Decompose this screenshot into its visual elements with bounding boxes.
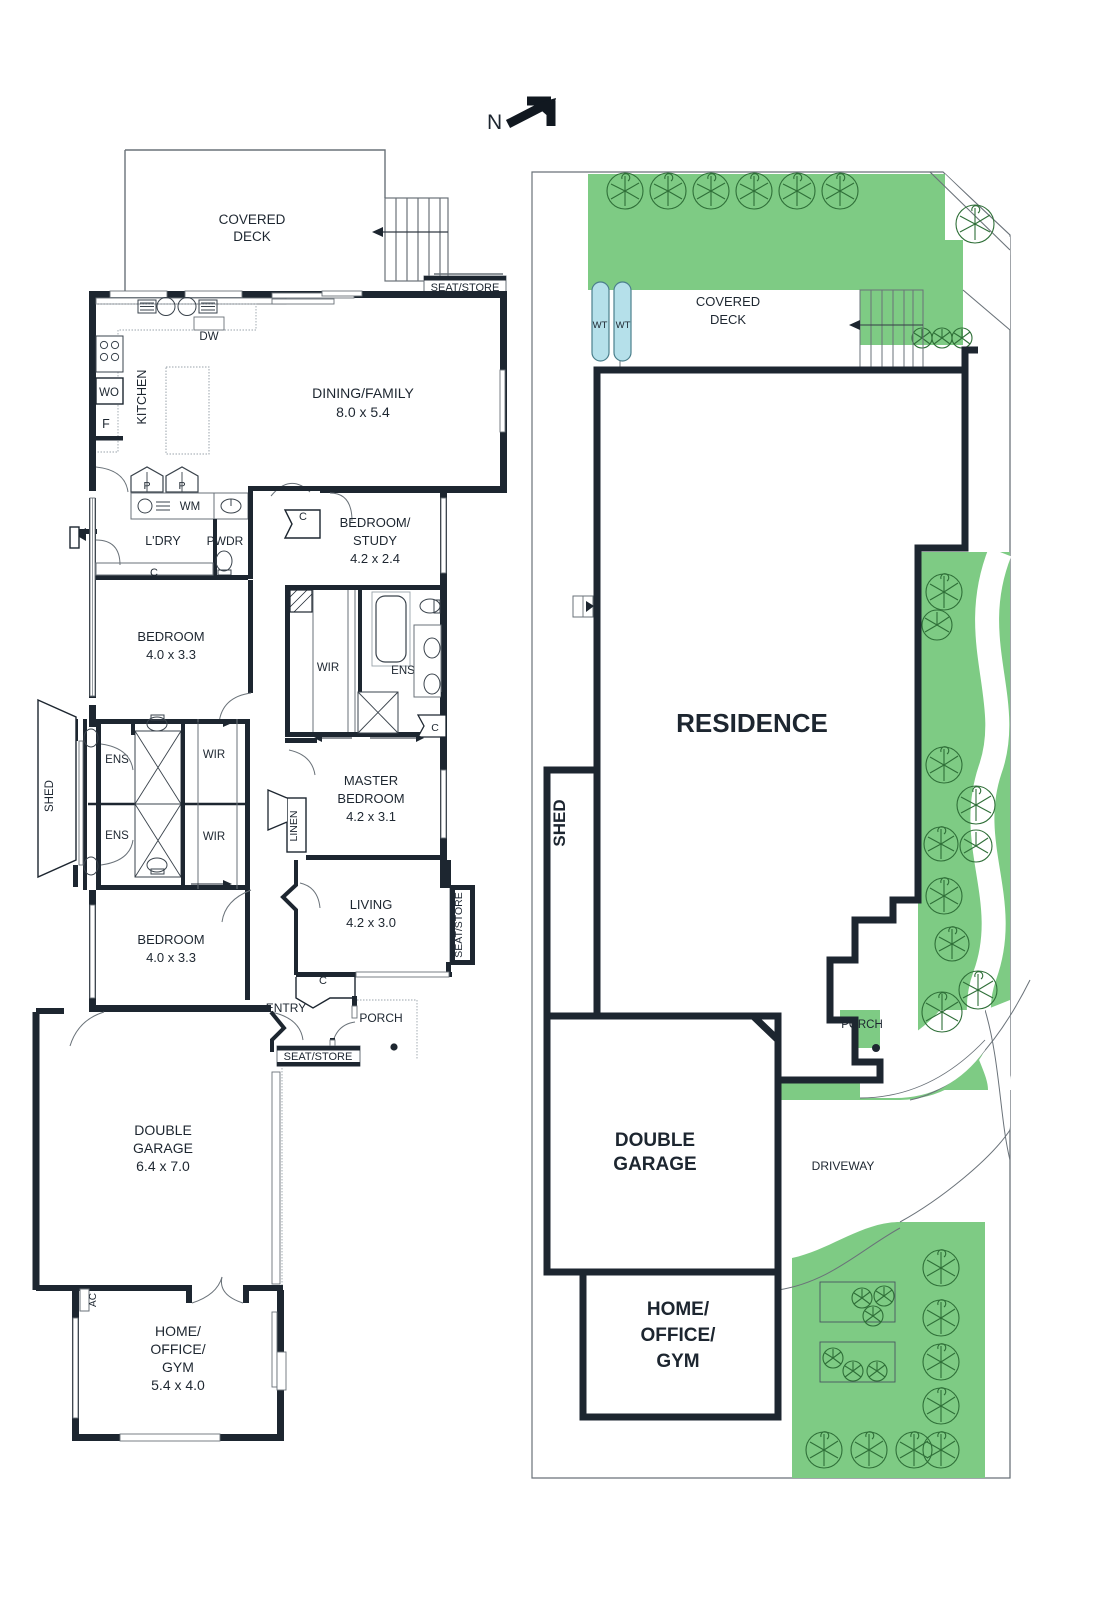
dining-family-label: DINING/FAMILY <box>312 385 414 401</box>
home-office-gym-label: HOME/ <box>155 1323 201 1339</box>
covered-deck-outline <box>124 149 503 291</box>
double-garage-label-2: GARAGE <box>133 1140 193 1156</box>
site-home-office-gym: HOME/ OFFICE/ GYM <box>579 1268 782 1421</box>
entry-label: ENTRY <box>266 1001 306 1015</box>
air-con-label: AC <box>88 1293 99 1307</box>
site-hog-label-2: OFFICE/ <box>641 1325 717 1346</box>
bedroom-2-dims: 4.0 x 3.3 <box>146 647 196 662</box>
bedroom-3-dims: 4.0 x 3.3 <box>146 950 196 965</box>
laundry-area: P P WM L'DRY PWDR C <box>69 466 253 580</box>
site-residence-label: RESIDENCE <box>676 708 828 738</box>
double-garage-label: DOUBLE <box>134 1122 192 1138</box>
site-hog-label-3: GYM <box>656 1351 699 1372</box>
site-shed: SHED <box>543 766 601 1020</box>
residence-side-door <box>572 595 594 618</box>
double-garage-dims: 6.4 x 7.0 <box>136 1158 190 1174</box>
bedroom-3-label: BEDROOM <box>137 932 204 947</box>
cooktop-icon <box>137 297 218 316</box>
ens-upper-label: ENS <box>105 754 129 766</box>
kitchen-label: KITCHEN <box>135 370 149 425</box>
compass-label: N <box>487 111 502 134</box>
dishwasher-label: DW <box>199 331 218 343</box>
porch-light-icon <box>390 1043 398 1051</box>
bedroom-study-dims: 4.2 x 2.4 <box>350 551 400 566</box>
site-double-garage-label: DOUBLE <box>615 1130 695 1151</box>
washing-machine-label: WM <box>180 501 200 513</box>
stove-burners-icon <box>95 335 124 373</box>
pantry-left-label: P <box>143 480 150 492</box>
site-covered-deck-label-2: DECK <box>710 312 746 327</box>
seat-store-entry: SEAT/STORE <box>276 1045 361 1067</box>
wir-upper-label: WIR <box>203 749 225 761</box>
seat-store-living: SEAT/STORE <box>449 885 475 965</box>
living-area: LIVING 4.2 x 3.0 SEAT/STORE C <box>280 860 475 1009</box>
site-shed-label: SHED <box>550 799 569 846</box>
twin-ens-wir-block: SHED ENS ENS WIR <box>37 698 250 890</box>
dining-family-dims: 8.0 x 5.4 <box>336 404 390 420</box>
floor-plan-panel: COVERED DECK SEAT/STORE <box>32 149 507 1442</box>
linen-label: LINEN <box>288 811 300 842</box>
master-ens-wir: WIR ENS C <box>285 585 447 742</box>
double-garage-area: DOUBLE GARAGE 6.4 x 7.0 <box>32 1005 283 1304</box>
cupboard-master-label: C <box>431 722 439 734</box>
porch-path <box>860 1010 985 1098</box>
ens-master-label: ENS <box>391 665 415 677</box>
bedroom-study-label: BEDROOM/ <box>340 515 411 530</box>
shed-label: SHED <box>44 780 56 812</box>
cupboard-study-label: C <box>299 511 307 523</box>
home-office-gym-area: AC HOME/ OFFICE/ GYM 5.4 x 4.0 <box>72 1288 287 1442</box>
wir-master-label: WIR <box>317 662 339 674</box>
wir-lower-label: WIR <box>203 831 225 843</box>
bedroom-study-area: C BEDROOM/ STUDY 4.2 x 2.4 <box>253 483 447 574</box>
site-porch-label: PORCH <box>841 1019 883 1031</box>
covered-deck-label-2: DECK <box>233 229 271 244</box>
covered-deck-label: COVERED <box>219 212 286 227</box>
living-label: LIVING <box>350 897 393 912</box>
master-bedroom-label-2: BEDROOM <box>337 791 404 806</box>
deck-stairs <box>372 197 449 282</box>
ens-lower-label: ENS <box>105 830 129 842</box>
site-porch-light-icon <box>872 1044 880 1052</box>
water-tanks: WT WT <box>591 281 632 362</box>
site-double-garage: DOUBLE GARAGE <box>543 1012 782 1276</box>
dishwasher-icon: DW <box>193 316 225 343</box>
site-driveway-label: DRIVEWAY <box>812 1159 875 1173</box>
site-covered-deck-label: COVERED <box>696 294 760 309</box>
master-bedroom-area: MASTER BEDROOM 4.2 x 3.1 LINEN <box>267 738 447 860</box>
cupboard-ldry-label: C <box>150 567 158 579</box>
water-tank-1-label: WT <box>593 320 608 331</box>
site-double-garage-label-2: GARAGE <box>613 1154 696 1175</box>
wall-oven-label: WO <box>99 387 119 399</box>
laundry-label: L'DRY <box>145 534 181 548</box>
master-bedroom-dims: 4.2 x 3.1 <box>346 809 396 824</box>
site-plan-panel: COVERED DECK WT WT <box>531 171 1031 1479</box>
north-arrow-icon: N <box>487 96 556 134</box>
site-porch: PORCH <box>841 1019 883 1052</box>
powder-room-label: PWDR <box>207 534 244 548</box>
garden-beds <box>588 174 1012 1478</box>
home-office-gym-dims: 5.4 x 4.0 <box>151 1377 205 1393</box>
tree-icons <box>606 172 998 1469</box>
site-hog-label: HOME/ <box>647 1299 710 1320</box>
pantry-right-label: P <box>178 480 185 492</box>
bedroom-2-label: BEDROOM <box>137 629 204 644</box>
home-office-gym-label-3: GYM <box>162 1359 194 1375</box>
bedroom-study-label-2: STUDY <box>353 533 397 548</box>
porch-label: PORCH <box>359 1011 402 1025</box>
seat-store-living-label: SEAT/STORE <box>453 892 465 958</box>
entry-porch-area: ENTRY PORCH SEAT/STORE <box>266 996 418 1289</box>
dining-family-area: DINING/FAMILY 8.0 x 5.4 <box>271 290 506 433</box>
bedroom-2-area: BEDROOM 4.0 x 3.3 <box>89 497 253 724</box>
water-tank-2-label: WT <box>616 320 631 331</box>
cupboard-living-label: C <box>319 975 327 987</box>
living-dims: 4.2 x 3.0 <box>346 915 396 930</box>
wall-oven-icon: WO <box>95 377 124 405</box>
home-office-gym-label-2: OFFICE/ <box>150 1341 205 1357</box>
master-bedroom-label: MASTER <box>344 773 398 788</box>
kitchen-area: DW WO F KITCHEN <box>95 290 287 455</box>
seat-store-entry-label: SEAT/STORE <box>284 1051 353 1063</box>
fridge-label: F <box>102 417 110 431</box>
site-covered-deck: COVERED DECK WT WT <box>591 281 924 371</box>
